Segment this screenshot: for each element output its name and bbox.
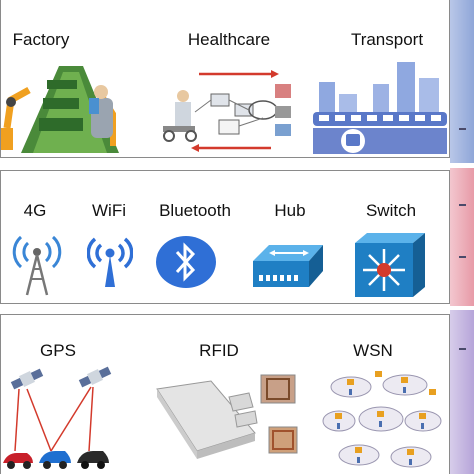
perception-layer-panel: GPS RFID WSN <box>0 314 450 474</box>
wifi-antenna-icon <box>87 233 133 289</box>
application-layer-strip <box>450 0 474 163</box>
gps-satellite-icon <box>1 365 121 473</box>
rfid-label: RFID <box>199 341 239 360</box>
hub-label: Hub <box>274 201 306 220</box>
healthcare-monitoring-icon <box>159 64 299 154</box>
transport-city-icon <box>313 58 447 156</box>
healthcare-label: Healthcare <box>187 30 271 49</box>
wifi-label: WiFi <box>92 201 126 220</box>
factory-label: Factory <box>12 30 70 49</box>
network-switch-icon <box>353 231 427 299</box>
network-layer-strip <box>450 168 474 306</box>
cell-tower-icon <box>11 229 63 297</box>
wireless-sensor-network-icon <box>319 365 445 473</box>
rfid-reader-icon <box>151 371 301 467</box>
bluetooth-label: Bluetooth <box>159 201 231 220</box>
factory-robot-arm-icon <box>1 58 131 156</box>
4g-label: 4G <box>23 201 47 220</box>
perception-layer-strip <box>450 310 474 474</box>
network-layer-panel: 4G WiFi Bluetooth Hub Switch <box>0 170 450 304</box>
wsn-label: WSN <box>353 341 393 360</box>
gps-label: GPS <box>40 341 76 360</box>
switch-label: Switch <box>365 201 417 220</box>
bluetooth-icon <box>155 235 217 289</box>
hub-device-icon <box>247 241 325 293</box>
transport-label: Transport <box>350 30 424 49</box>
application-layer-panel: Factory Healthcare Transport <box>0 0 450 158</box>
